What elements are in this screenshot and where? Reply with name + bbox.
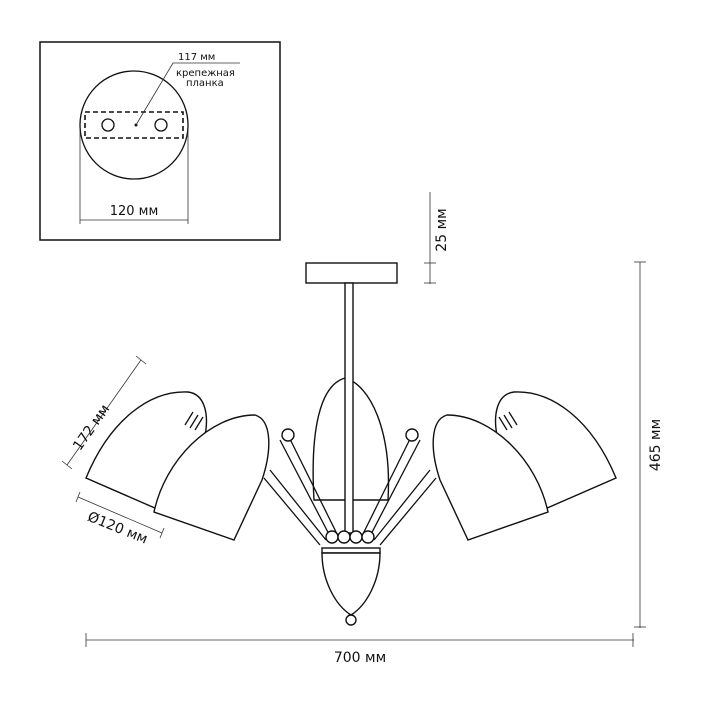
chandelier: [85, 262, 617, 626]
bottom-finial: [321, 552, 381, 616]
ceiling-canopy: [305, 262, 398, 284]
joint-right: [405, 428, 419, 442]
shade-diameter-label: Ø120 мм: [85, 509, 150, 548]
arms-right: [359, 434, 437, 546]
screw-hole-left: [101, 118, 115, 132]
screw-hole-right: [154, 118, 168, 132]
bracket-label-line2: планка: [186, 78, 224, 89]
total-height-label: 465 мм: [648, 419, 664, 471]
canopy-base-circle: [79, 70, 189, 180]
joint-left: [281, 428, 295, 442]
hub-ring: [321, 547, 381, 554]
total-width-label: 700 мм: [334, 650, 386, 666]
shade-left-front: [153, 414, 270, 541]
bracket-length-label: 117 мм: [178, 52, 215, 63]
bracket-label-line1: крепежная: [176, 68, 235, 79]
mounting-inset: 117 мм крепежная планка 120 мм: [39, 41, 281, 241]
mounting-bracket: [84, 111, 184, 139]
shade-right-front: [432, 414, 549, 541]
stem: [344, 282, 354, 534]
finial-tip: [345, 614, 357, 626]
inset-frame: [39, 41, 281, 241]
canopy-height-label: 25 мм: [434, 208, 450, 251]
arms-left: [263, 434, 341, 546]
leader-line: [135, 62, 240, 126]
base-diameter-label: 120 мм: [110, 204, 159, 219]
